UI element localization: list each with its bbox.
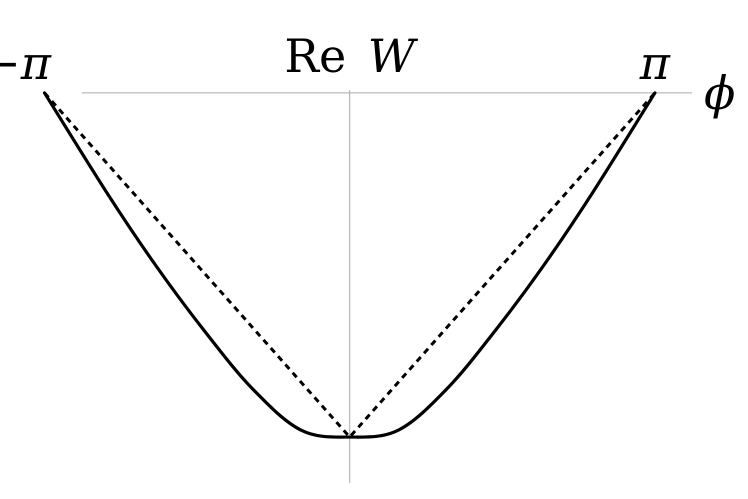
curves [42,91,657,440]
x-tick-label: −π [0,36,52,90]
axis-labels: Re W ϕ [284,29,735,120]
axes [82,90,692,483]
y-axis-label-re: Re [284,29,346,83]
y-axis-label: Re W [284,29,418,83]
x-tick-label: π [639,36,671,90]
x-axis-label: ϕ [704,66,735,120]
series-solid-curve [42,91,657,439]
y-axis-label-var: W [368,29,419,83]
x-tick-labels: −π π [0,36,671,90]
